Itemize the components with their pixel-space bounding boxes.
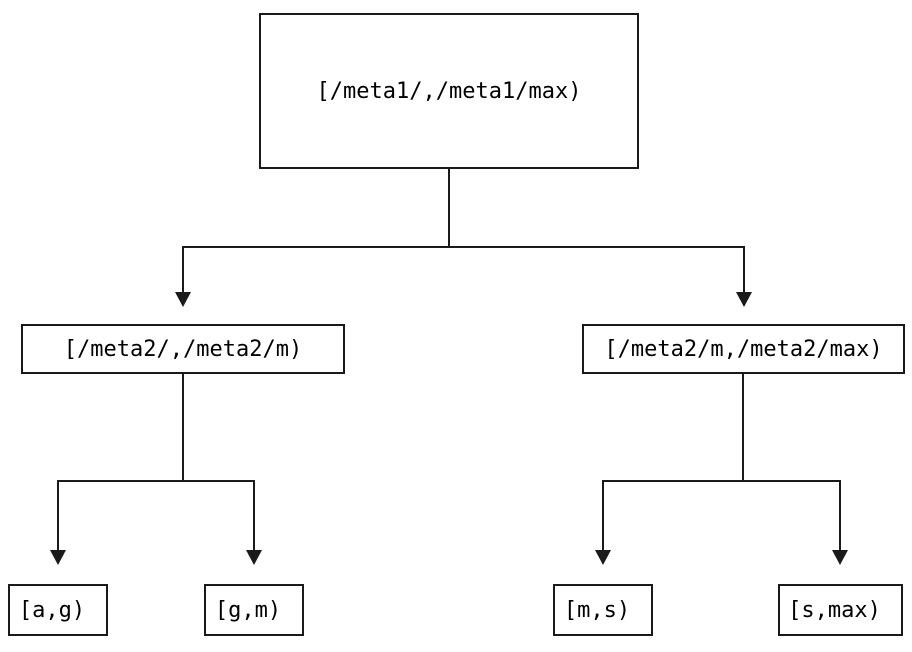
edge-midright-stem (742, 374, 744, 481)
node-leaf-ms: [m,s) (553, 584, 653, 636)
node-leaf-ms-label: [m,s) (563, 597, 631, 623)
arrowhead-down-icon (595, 550, 611, 565)
edge-midleft-to-ag (57, 480, 59, 550)
node-mid-right: [/meta2/m,/meta2/max) (582, 324, 905, 374)
edge-left-rail (57, 480, 255, 482)
edge-midright-to-smax (839, 480, 841, 550)
node-leaf-gm-label: [g,m) (214, 597, 282, 623)
arrowhead-down-icon (246, 550, 262, 565)
arrowhead-down-icon (175, 292, 191, 307)
edge-right-rail (602, 480, 841, 482)
node-root-label: [/meta1/,/meta1/max) (316, 78, 582, 104)
arrowhead-down-icon (50, 550, 66, 565)
node-mid-left: [/meta2/,/meta2/m) (21, 324, 345, 374)
edge-midright-to-ms (602, 480, 604, 550)
node-root: [/meta1/,/meta1/max) (259, 13, 639, 169)
node-leaf-ag: [a,g) (8, 584, 108, 636)
node-mid-left-label: [/meta2/,/meta2/m) (63, 336, 303, 362)
node-leaf-ag-label: [a,g) (18, 597, 86, 623)
node-leaf-smax: [s,max) (778, 584, 903, 636)
edge-root-to-midright (743, 246, 745, 292)
edge-midleft-to-gm (253, 480, 255, 550)
node-mid-right-label: [/meta2/m,/meta2/max) (604, 336, 883, 362)
edge-midleft-stem (182, 374, 184, 481)
edge-level1-rail (182, 246, 745, 248)
edge-root-stem (448, 169, 450, 246)
arrowhead-down-icon (736, 292, 752, 307)
node-leaf-smax-label: [s,max) (788, 597, 881, 623)
edge-root-to-midleft (182, 246, 184, 292)
node-leaf-gm: [g,m) (204, 584, 304, 636)
arrowhead-down-icon (832, 550, 848, 565)
